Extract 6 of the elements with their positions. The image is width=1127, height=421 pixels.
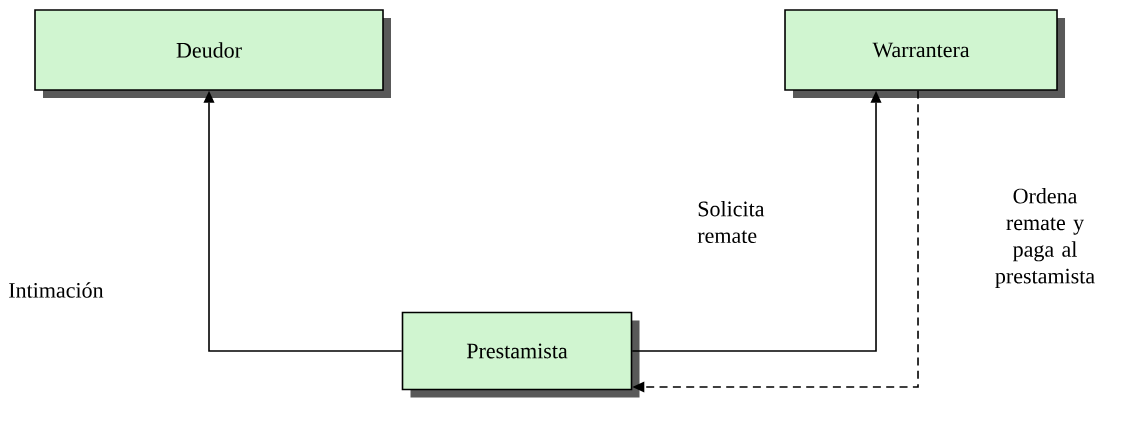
process-box: Prestamista (401, 311, 640, 398)
edge-label: Solicita remate (697, 200, 765, 244)
process-box: Warrantera (784, 9, 1065, 98)
edge-label: Ordena remate y paga al prestamista (995, 188, 1095, 288)
edge-label: Intimación (9, 282, 104, 298)
process-box: Deudor (34, 9, 391, 98)
